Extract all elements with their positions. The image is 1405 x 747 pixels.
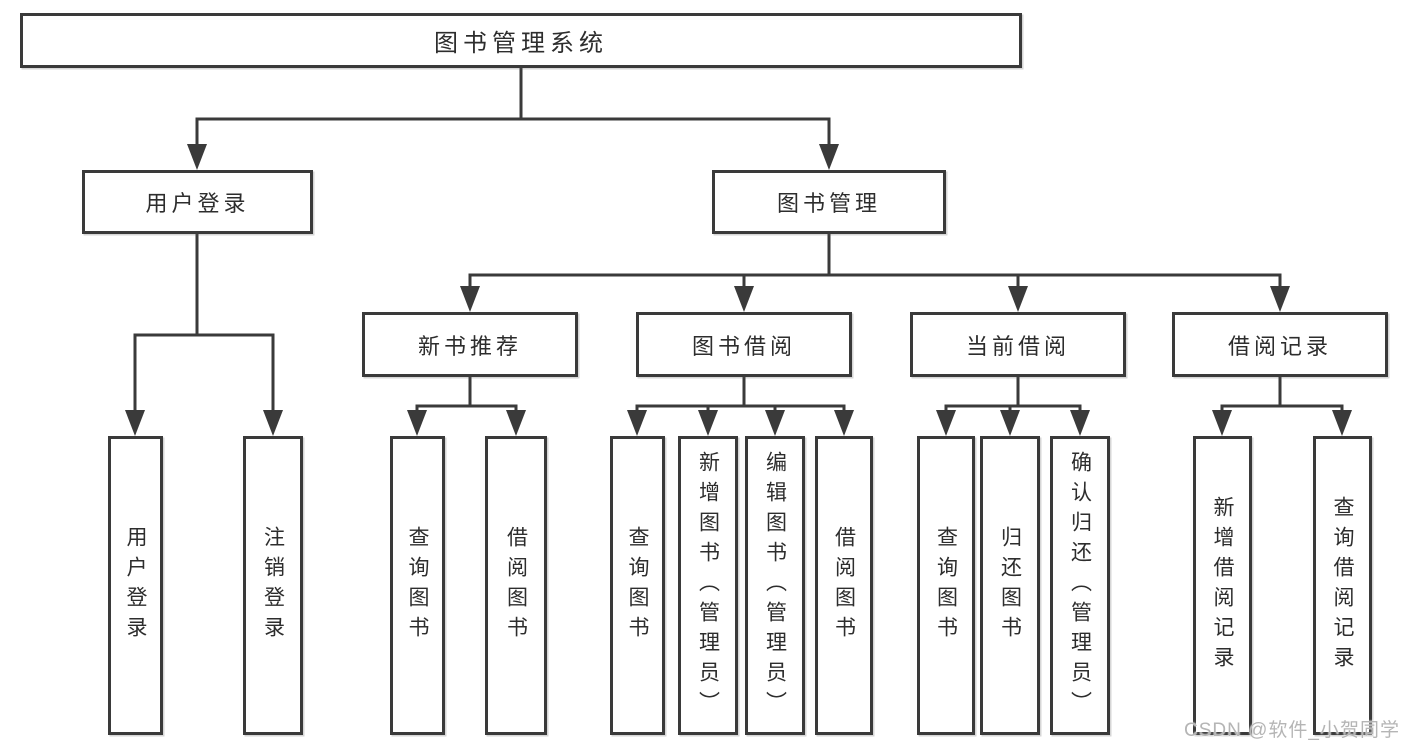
leaf-add-books-admin: 新增图书（管理员）: [678, 436, 738, 735]
node-label: 注销登录: [261, 525, 285, 646]
arrowhead-down: [734, 286, 754, 312]
node-label: 当前借阅: [965, 333, 1070, 359]
leaf-logout: 注销登录: [243, 436, 303, 735]
node-current-borrowing: 当前借阅: [910, 312, 1126, 377]
fork-book-borrowing: [627, 375, 854, 436]
arrowhead-down: [1212, 410, 1232, 436]
arrowhead-down: [1270, 286, 1290, 312]
node-label: 用户登录: [145, 191, 250, 216]
node-label: 确认归还（管理员）: [1068, 450, 1092, 721]
node-label: 图书借阅: [691, 333, 796, 359]
arrowhead-down: [765, 410, 785, 436]
node-label: 新增借阅记录: [1211, 495, 1235, 676]
node-library-management-system: 图书管理系统: [20, 13, 1022, 68]
fork-new-book: [407, 375, 526, 436]
node-book-management: 图书管理: [712, 170, 946, 234]
node-label: 查询借阅记录: [1331, 495, 1355, 676]
arrowhead-down: [125, 410, 145, 436]
arrowhead-down: [263, 410, 283, 436]
node-label: 图书管理: [776, 191, 881, 216]
leaf-query-books-borrowing: 查询图书: [610, 436, 665, 735]
node-new-book-recommendation: 新书推荐: [362, 312, 578, 377]
node-label: 查询图书: [934, 525, 958, 646]
fork-book-management: [460, 232, 1290, 312]
node-label: 图书管理系统: [434, 30, 608, 57]
leaf-add-borrow-record: 新增借阅记录: [1193, 436, 1252, 735]
leaf-query-books-recommend: 查询图书: [390, 436, 445, 735]
arrowhead-down: [1070, 410, 1090, 436]
arrowhead-down: [819, 144, 839, 170]
fork-user-login: [125, 232, 283, 436]
node-label: 借阅图书: [504, 525, 528, 646]
node-label: 查询图书: [626, 525, 650, 646]
leaf-return-books: 归还图书: [980, 436, 1040, 735]
node-label: 借阅记录: [1227, 333, 1332, 359]
arrowhead-down: [506, 410, 526, 436]
arrowhead-down: [187, 144, 207, 170]
leaf-borrow-books-recommend: 借阅图书: [485, 436, 547, 735]
node-label: 新书推荐: [417, 333, 522, 359]
arrowhead-down: [407, 410, 427, 436]
node-book-borrowing: 图书借阅: [636, 312, 852, 377]
arrowhead-down: [1332, 410, 1352, 436]
node-label: 借阅图书: [832, 525, 856, 646]
node-label: 归还图书: [998, 525, 1022, 646]
arrowhead-down: [1008, 286, 1028, 312]
arrowhead-down: [936, 410, 956, 436]
node-label: 查询图书: [406, 525, 430, 646]
leaf-borrow-books: 借阅图书: [815, 436, 873, 735]
arrowhead-down: [460, 286, 480, 312]
fork-root: [187, 66, 839, 170]
arrowhead-down: [834, 410, 854, 436]
node-label: 用户登录: [124, 525, 148, 646]
leaf-edit-books-admin: 编辑图书（管理员）: [745, 436, 805, 735]
node-user-login: 用户登录: [82, 170, 313, 234]
node-label: 编辑图书（管理员）: [763, 450, 787, 721]
fork-current-borrow: [936, 375, 1090, 436]
arrowhead-down: [698, 410, 718, 436]
leaf-query-borrow-record: 查询借阅记录: [1313, 436, 1372, 735]
leaf-user-login: 用户登录: [108, 436, 163, 735]
fork-borrow-records: [1212, 375, 1352, 436]
leaf-confirm-return-admin: 确认归还（管理员）: [1050, 436, 1110, 735]
node-borrowing-records: 借阅记录: [1172, 312, 1388, 377]
csdn-watermark: CSDN @软件_小贺同学: [1184, 720, 1400, 741]
arrowhead-down: [627, 410, 647, 436]
leaf-query-books-current: 查询图书: [917, 436, 975, 735]
arrowhead-down: [1000, 410, 1020, 436]
node-label: 新增图书（管理员）: [696, 450, 720, 721]
